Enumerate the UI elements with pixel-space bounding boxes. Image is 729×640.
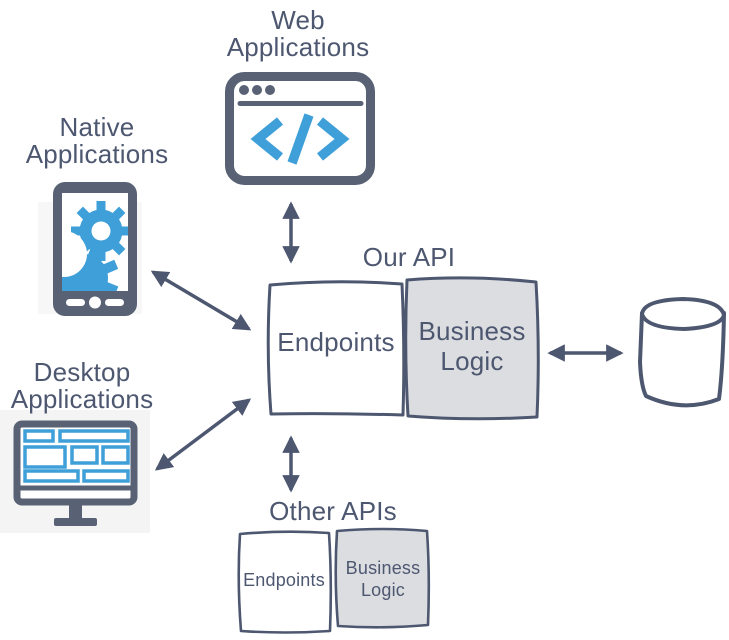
code-glyph (250, 113, 350, 165)
monitor-stand (69, 503, 82, 519)
our-api-title: Our API (362, 242, 456, 272)
other-apis-title: Other APIs (269, 496, 397, 526)
web-applications-label-line1: Web (271, 5, 325, 35)
smartphone-gears-icon (53, 182, 137, 316)
other-apis-endpoints-label: Endpoints (243, 570, 325, 590)
other-apis-business-logic-panel (334, 527, 431, 629)
database-cylinder-icon (638, 297, 726, 408)
our-api-business-logic-line2: Logic (440, 346, 504, 376)
other-apis-business-logic-line1: Business (345, 558, 421, 578)
native-applications-label-line2: Applications (25, 139, 169, 169)
our-api-business-logic-line1: Business (418, 316, 526, 346)
monitor-base (54, 518, 97, 526)
wireframe-blocks (23, 429, 130, 483)
desktop-applications-label-line2: Applications (10, 384, 154, 414)
phone-buttons (66, 296, 124, 309)
native-applications-label-line1: Native (59, 112, 135, 142)
web-applications-label-line2: Applications (226, 32, 370, 62)
our-api-business-logic-label: Business Logic (418, 316, 525, 376)
arrow-native-to-api (150, 270, 252, 331)
gears (62, 201, 128, 291)
other-apis-business-logic-label: Business Logic (346, 557, 421, 601)
arrow-desktop-to-api (154, 398, 252, 471)
other-apis-box (237, 527, 431, 634)
browser-dots (239, 85, 275, 95)
desktop-applications-label: Desktop Applications (11, 359, 154, 413)
our-api-endpoints-panel (266, 280, 406, 417)
our-api-business-logic-panel (404, 276, 540, 421)
other-apis-business-logic-line2: Logic (360, 580, 406, 600)
web-applications-label: Web Applications (227, 7, 370, 61)
desktop-applications-label-line1: Desktop (33, 357, 131, 387)
browser-code-icon (225, 72, 375, 185)
our-api-box (266, 276, 540, 421)
desktop-monitor-icon (13, 420, 138, 526)
other-apis-endpoints-panel (237, 530, 333, 634)
our-api-endpoints-label: Endpoints (277, 327, 395, 357)
native-applications-label: Native Applications (26, 114, 169, 168)
